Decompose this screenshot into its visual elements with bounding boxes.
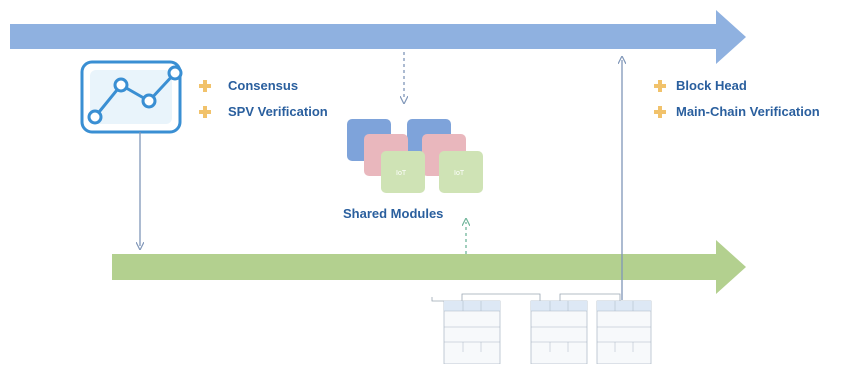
block-table (443, 300, 501, 365)
feature-spv-verification: SPV Verification (228, 104, 328, 119)
module-tile-label: IoT (454, 170, 465, 177)
feature-block-head: Block Head (676, 78, 747, 93)
feature-consensus: Consensus (228, 78, 299, 93)
main-chain-arrow (10, 10, 746, 64)
shared-modules-stack: IoT IoT (347, 119, 483, 193)
block-data-tables (431, 293, 652, 365)
feature-main-chain-verification: Main-Chain Verification (676, 104, 820, 119)
shared-modules-label: Shared Modules (343, 206, 444, 221)
side-chain-arrow (112, 240, 746, 294)
module-tile-label: IoT (396, 170, 407, 177)
plus-bullet-icon (654, 80, 666, 92)
plus-bullet-icon (654, 106, 666, 118)
trend-chart-monitor-icon (80, 60, 183, 134)
plus-bullet-icon (199, 80, 211, 92)
block-table (596, 300, 652, 365)
block-table (530, 300, 588, 365)
plus-bullet-icon (199, 106, 211, 118)
